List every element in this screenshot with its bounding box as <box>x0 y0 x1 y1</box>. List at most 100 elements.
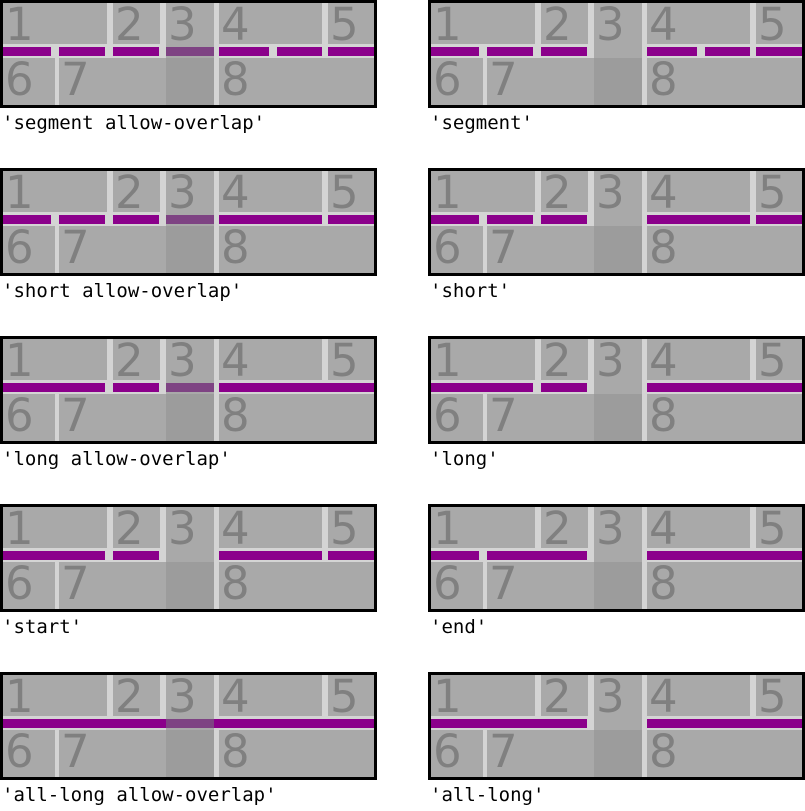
bar-segment <box>487 551 587 560</box>
cell-6 <box>3 58 55 105</box>
bar-segment-overlap <box>166 719 214 728</box>
cell-4 <box>647 675 750 716</box>
cell-number: 8 <box>221 725 250 778</box>
bar-segment-overlap <box>166 383 214 392</box>
cell-number: 3 <box>168 670 197 723</box>
cell-number: 5 <box>758 502 787 555</box>
cell-number: 2 <box>115 334 144 387</box>
cell-number: 7 <box>489 389 518 442</box>
cell-number: 5 <box>758 0 787 51</box>
cell-5 <box>756 339 802 380</box>
cell-7 <box>59 394 166 441</box>
cell-2 <box>113 171 160 212</box>
cell-number: 7 <box>61 725 90 778</box>
cell-number: 3 <box>596 0 625 51</box>
cell-number: 8 <box>649 389 678 442</box>
cell-4 <box>219 171 322 212</box>
bar-segment <box>277 47 322 56</box>
cell-5 <box>328 3 374 44</box>
cell-2 <box>113 675 160 716</box>
cell-4 <box>647 171 750 212</box>
cell-number: 5 <box>330 502 359 555</box>
bar-segment <box>113 47 159 56</box>
cell-4 <box>219 339 322 380</box>
cell-8 <box>647 730 802 777</box>
cell-number: 8 <box>649 221 678 274</box>
cell-1 <box>431 3 535 44</box>
panel-label: 'long allow-overlap' <box>2 448 231 470</box>
cell-6 <box>431 58 483 105</box>
obstacle-cell-upper <box>594 507 642 562</box>
cell-number: 2 <box>115 0 144 51</box>
cell-4 <box>647 507 750 548</box>
obstacle-cell-lower <box>166 226 214 273</box>
panel-label: 'segment' <box>430 112 533 134</box>
cell-1 <box>3 3 107 44</box>
bar-segment <box>59 47 105 56</box>
cell-8 <box>219 58 374 105</box>
cell-7 <box>59 562 166 609</box>
cell-number: 8 <box>221 389 250 442</box>
cell-number: 7 <box>61 557 90 610</box>
cell-number: 6 <box>433 389 462 442</box>
bar-segment <box>328 551 374 560</box>
cell-4 <box>647 3 750 44</box>
cell-1 <box>3 675 107 716</box>
cell-number: 8 <box>221 221 250 274</box>
bar-segment <box>219 383 374 392</box>
cell-1 <box>431 171 535 212</box>
panel-label: 'start' <box>2 616 83 638</box>
cell-number: 4 <box>221 502 250 555</box>
panel-label: 'short' <box>430 280 511 302</box>
cell-7 <box>487 394 594 441</box>
cell-number: 5 <box>758 670 787 723</box>
bar-segment <box>647 551 802 560</box>
obstacle-cell-lower <box>166 562 214 609</box>
bar-segment-overlap <box>166 47 214 56</box>
cell-5 <box>756 507 802 548</box>
cell-7 <box>59 226 166 273</box>
cell-2 <box>113 339 160 380</box>
cell-number: 3 <box>168 166 197 219</box>
cell-number: 4 <box>649 334 678 387</box>
cell-number: 1 <box>5 0 34 51</box>
cell-number: 7 <box>61 53 90 106</box>
cell-7 <box>487 730 594 777</box>
bar-segment <box>3 383 105 392</box>
panel-label: 'short allow-overlap' <box>2 280 243 302</box>
cell-5 <box>756 171 802 212</box>
cell-number: 5 <box>330 166 359 219</box>
cell-6 <box>3 394 55 441</box>
obstacle-cell-lower <box>594 226 642 273</box>
cell-number: 7 <box>61 389 90 442</box>
cell-number: 6 <box>5 221 34 274</box>
panel-label: 'all-long allow-overlap' <box>2 784 277 806</box>
cell-number: 6 <box>5 53 34 106</box>
cell-6 <box>3 226 55 273</box>
bar-segment <box>541 215 587 224</box>
cell-7 <box>487 226 594 273</box>
bar-segment <box>431 47 479 56</box>
bar-segment <box>431 551 479 560</box>
bar-segment <box>756 215 802 224</box>
cell-5 <box>328 339 374 380</box>
bar-segment <box>647 383 802 392</box>
bar-segment <box>59 215 105 224</box>
panel-label: 'long' <box>430 448 499 470</box>
cell-number: 7 <box>489 221 518 274</box>
cell-number: 1 <box>5 166 34 219</box>
cell-8 <box>647 394 802 441</box>
cell-number: 4 <box>221 334 250 387</box>
cell-number: 2 <box>543 334 572 387</box>
cell-number: 4 <box>649 0 678 51</box>
cell-number: 8 <box>221 557 250 610</box>
bar-segment <box>113 215 159 224</box>
